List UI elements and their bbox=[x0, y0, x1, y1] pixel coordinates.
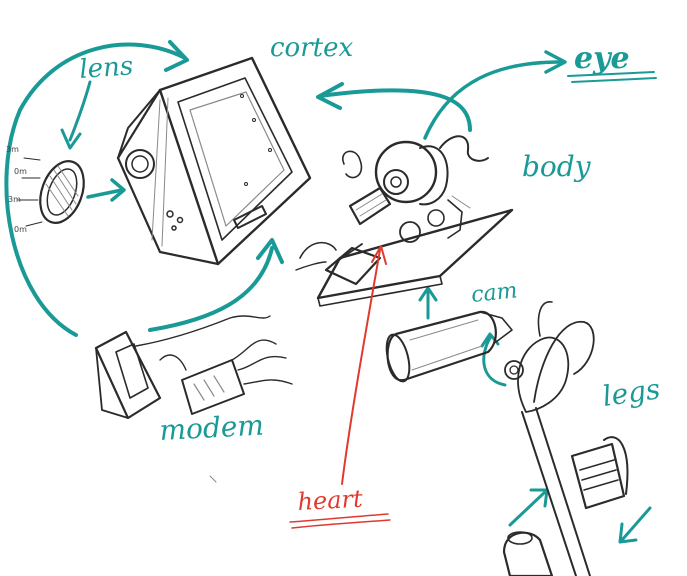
label-heart: heart bbox=[297, 485, 364, 516]
arrowhead-eye bbox=[544, 50, 567, 74]
modem-drawing bbox=[94, 315, 293, 483]
arrow-lens-label bbox=[68, 80, 92, 142]
arrowhead-cam-up bbox=[418, 286, 438, 302]
lens-scale-3: 3m bbox=[8, 195, 21, 204]
label-cortex: cortex bbox=[270, 33, 353, 63]
label-cam: cam bbox=[470, 278, 519, 308]
arrowhead-body-cortex bbox=[316, 82, 344, 110]
eye-underline bbox=[567, 71, 657, 83]
label-eye: eye bbox=[574, 41, 630, 76]
lens-scale-1: 3m bbox=[6, 145, 19, 154]
arrow-body-to-cortex bbox=[318, 88, 472, 132]
cam-drawing bbox=[385, 310, 524, 383]
arrowhead-lens-cortex bbox=[110, 178, 126, 202]
labels: lens cortex eye body cam modem legs hear… bbox=[78, 33, 662, 516]
lens-scale-4: 0m bbox=[14, 225, 27, 234]
arrowhead-lens-label bbox=[60, 128, 82, 150]
arrow-legs-left bbox=[508, 490, 547, 527]
label-lens: lens bbox=[78, 51, 134, 85]
label-body: body bbox=[522, 150, 592, 183]
lens-drawing: 3m 0m 3m 0m bbox=[6, 145, 85, 234]
arrow-modem-to-cortex bbox=[148, 246, 274, 332]
cortex-drawing bbox=[116, 56, 312, 266]
arrow-to-eye bbox=[423, 60, 562, 140]
arrow-legs-right bbox=[620, 506, 652, 542]
arrowhead-cortex-top bbox=[164, 40, 189, 72]
heart-arrowhead bbox=[371, 245, 387, 265]
flow-arrows bbox=[4, 40, 652, 544]
arrow-cam-to-lens bbox=[482, 336, 507, 387]
body-drawing bbox=[295, 135, 514, 307]
arrow-to-cortex-top bbox=[4, 42, 187, 337]
arrow-lens-to-cortex bbox=[86, 188, 124, 199]
lens-scale-2: 0m bbox=[14, 167, 27, 176]
heart-pointer bbox=[289, 245, 391, 529]
arrowhead-legs-right bbox=[618, 522, 638, 544]
heart-arrow-line bbox=[341, 249, 381, 485]
arrowhead-modem-cortex bbox=[256, 238, 284, 264]
heart-underline bbox=[289, 513, 391, 529]
label-legs: legs bbox=[600, 372, 662, 413]
label-modem: modem bbox=[159, 409, 265, 447]
legs-drawing bbox=[502, 301, 629, 576]
